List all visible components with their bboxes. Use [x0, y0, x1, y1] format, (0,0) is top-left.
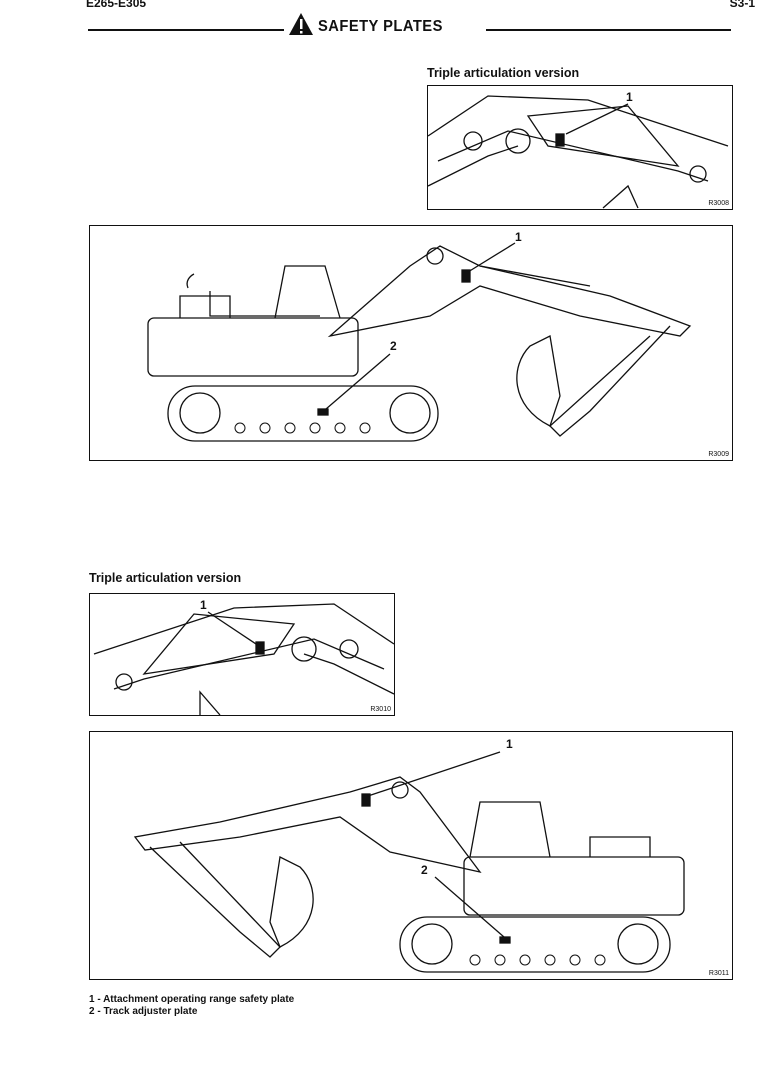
header-rule-right [486, 29, 731, 31]
boom-drawing [428, 95, 729, 209]
figure-r3009: 1 2 R3009 [89, 225, 733, 461]
callout-2: 2 [390, 339, 397, 353]
warning-triangle-icon [289, 13, 313, 35]
model-label: E265-E305 [86, 0, 147, 10]
figure-label: Triple articulation version [427, 66, 580, 80]
callout-1: 1 [626, 90, 633, 104]
excavator-drawing [147, 242, 692, 442]
page-title: SAFETY PLATES [318, 18, 443, 35]
callout-1: 1 [506, 737, 513, 751]
legend-item-1: 1 - Attachment operating range safety pl… [89, 994, 295, 1005]
callout-2: 2 [421, 863, 428, 877]
header-rule-left [88, 29, 284, 31]
figure-label: Triple articulation version [89, 571, 242, 585]
figure-code: R3010 [370, 706, 391, 713]
figure-code: R3009 [708, 451, 729, 458]
figure-r3011: 1 2 R3011 [89, 731, 733, 980]
callout-1: 1 [200, 598, 207, 612]
figure-code: R3008 [708, 200, 729, 207]
boom-drawing [93, 603, 394, 715]
excavator-drawing [133, 751, 685, 973]
figure-code: R3011 [708, 970, 729, 977]
figure-r3010: 1 R3010 [89, 593, 395, 716]
page-number: S3-1 [729, 0, 755, 10]
legend-item-2: 2 - Track adjuster plate [89, 1006, 198, 1017]
callout-1: 1 [515, 230, 522, 244]
figure-r3008: 1 R3008 [427, 85, 733, 210]
